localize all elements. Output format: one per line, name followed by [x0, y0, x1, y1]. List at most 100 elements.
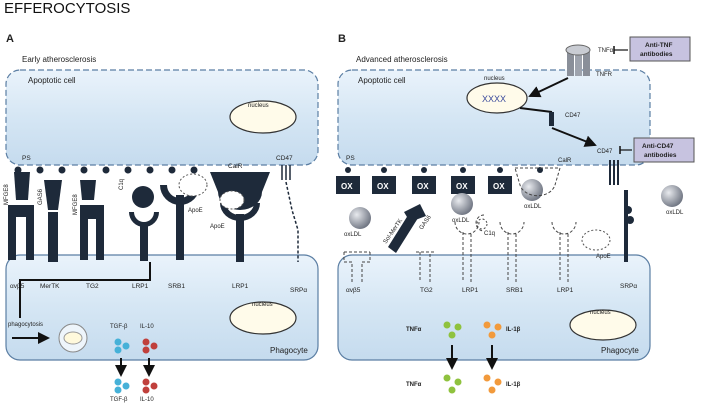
oxldl-label-3: oxLDL — [524, 204, 542, 210]
apoe-cloud-a1 — [178, 173, 208, 197]
avb5-label-a: αvβ5 — [10, 283, 25, 290]
phagocyte-b — [337, 254, 651, 361]
ps-label-a: PS — [22, 155, 31, 162]
cd47-inner-mark — [549, 112, 554, 126]
oxldl-1 — [349, 207, 371, 229]
cd47-label-a: CD47 — [276, 155, 293, 162]
tgfb-label-a2: TGF-β — [110, 397, 128, 403]
nucleus-to-cd47-line — [519, 107, 553, 113]
phagocytosis-label: phagocytosis — [8, 322, 43, 328]
anti-tnf-line2: antibodies — [640, 51, 673, 58]
mfge8-label-1: MFGE8 — [4, 184, 10, 205]
anti-tnf-line1: Anti-TNF — [645, 42, 672, 49]
srb1-label-a: SRB1 — [168, 283, 185, 290]
tnfa-label-b-top: TNFα — [598, 48, 614, 54]
nucleus-b — [466, 82, 528, 114]
apoe-cloud-b — [581, 229, 611, 251]
c1q-label-b: C1q — [484, 231, 495, 237]
cd47-srpa-b — [609, 160, 634, 262]
lrp1-label-b1: LRP1 — [462, 287, 479, 294]
cd47-upregulation-arrow — [551, 127, 597, 147]
apoe-label-a2: ApoE — [210, 224, 225, 230]
oxldl-2 — [451, 193, 473, 215]
avb5-label-b: αvβ5 — [346, 287, 361, 294]
tg2-label-a: TG2 — [86, 283, 99, 290]
panel-b-label: B — [338, 33, 346, 45]
panel-b-stage: Advanced atherosclerosis — [356, 55, 448, 64]
nucleus-a-phagocyte-label: nucleus — [252, 302, 273, 308]
cd47-label-b: CD47 — [597, 149, 613, 155]
calr-lrp1-complex — [210, 172, 270, 262]
il1b-label-b2: IL-1β — [506, 382, 521, 388]
sol-mertk-complex — [388, 204, 426, 253]
cd47-srpa-complex — [281, 165, 299, 262]
tnfr-to-nucleus-arrow — [528, 77, 569, 98]
il1b-label-b1: IL-1β — [506, 327, 521, 333]
mfge8-label-2: MFGE8 — [73, 194, 79, 215]
tnfa-label-b2: TNFα — [406, 382, 422, 388]
anti-cd47-line2: antibodies — [644, 152, 677, 159]
panel-a-stage: Early atherosclerosis — [22, 55, 96, 64]
figure-title: EFFEROCYTOSIS — [4, 0, 130, 17]
gas6-label-a: GAS6 — [38, 188, 44, 205]
c1q-label-a: C1q — [119, 179, 125, 190]
tg2-label-b: TG2 — [420, 287, 433, 294]
anti-cd47-line1: Anti-CD47 — [642, 143, 674, 150]
nucleus-b-phagocyte-label: nucleus — [590, 310, 611, 316]
panel-a-label: A — [6, 33, 14, 45]
mfge8-tg2-complex — [80, 180, 104, 260]
nucleus-a — [229, 100, 297, 134]
apoe-label-a1: ApoE — [188, 208, 203, 214]
tnfr-label: TNFR — [596, 72, 613, 78]
mertk-label-a: MerTK — [40, 283, 60, 290]
nucleus-a-label: nucleus — [248, 103, 269, 109]
lrp1-label-b2: LRP1 — [557, 287, 574, 294]
c1q-lrp1-complex — [129, 186, 159, 261]
ox-label-3: OX — [417, 182, 429, 191]
lrp1-label-a2: LRP1 — [232, 283, 249, 290]
calr-label-b: CalR — [558, 158, 572, 164]
calr-label-a: CalR — [228, 163, 243, 170]
apoptotic-cell-a-label: Apoptotic cell — [28, 76, 76, 85]
lrp1-label-a1: LRP1 — [132, 283, 149, 290]
ps-label-b: PS — [346, 155, 355, 162]
dashed-receptors-b — [343, 167, 577, 282]
srb1-receptor — [160, 185, 200, 260]
phagosome-core — [63, 331, 83, 345]
apoptotic-cell-b-label: Apoptotic cell — [358, 76, 406, 85]
cd47-inner-label: CD47 — [565, 113, 581, 119]
ox-ps-row — [336, 176, 512, 194]
oxldl-label-4: oxLDL — [666, 210, 684, 216]
nucleus-b-label: nucleus — [484, 76, 505, 82]
xxxx-label: XXXX — [482, 94, 506, 104]
ox-label-4: OX — [456, 182, 468, 191]
tgfb-label-a1: TGF-β — [110, 324, 128, 330]
srb1-label-b: SRB1 — [506, 287, 523, 294]
apoptotic-cell-b — [337, 69, 651, 166]
apoe-label-b: ApoE — [596, 254, 611, 260]
srpa-label-a: SRPα — [290, 287, 307, 294]
apoptotic-cell-a — [5, 69, 319, 166]
gas6-mertk-complex — [44, 180, 62, 262]
oxldl-3 — [521, 179, 543, 201]
oxldl-label-2: oxLDL — [452, 218, 470, 224]
anti-tnf-box — [629, 36, 691, 62]
signal-line-a — [19, 262, 151, 318]
il10-label-a2: IL-10 — [140, 397, 154, 403]
ox-label-5: OX — [493, 182, 505, 191]
mfge8-avb5-complex — [8, 172, 34, 260]
srpa-label-b: SRPα — [620, 283, 637, 290]
phagocyte-a-label: Phagocyte — [270, 346, 308, 355]
nucleus-b-phagocyte — [569, 309, 637, 341]
apoe-cloud-a2 — [219, 190, 245, 210]
tnfr-receptor — [565, 44, 591, 76]
oxldl-4 — [661, 185, 683, 207]
tnfa-label-b1: TNFα — [406, 327, 422, 333]
phagocyte-b-label: Phagocyte — [601, 346, 639, 355]
anti-cd47-box — [633, 137, 695, 163]
ox-label-1: OX — [341, 182, 353, 191]
oxldl-label-1: oxLDL — [344, 232, 362, 238]
nucleus-a-phagocyte — [229, 301, 297, 335]
